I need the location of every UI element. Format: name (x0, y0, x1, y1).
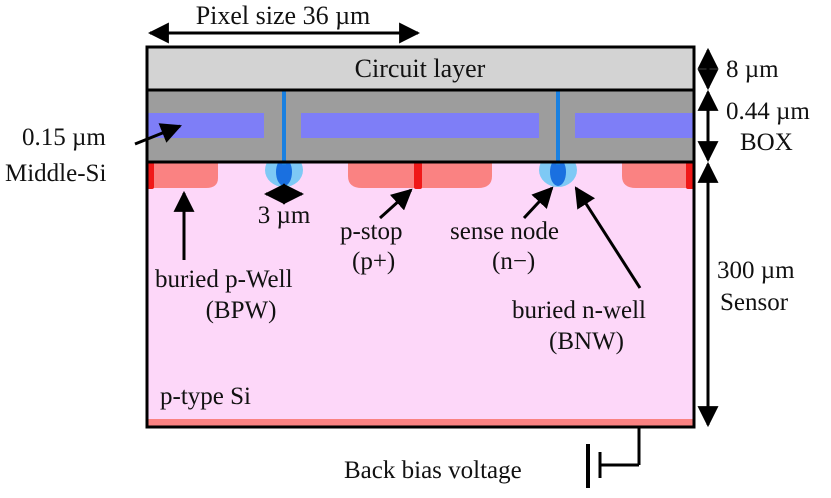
box-thickness-label: 0.44 µm (726, 98, 810, 125)
circuit-thickness-label: 8 µm (726, 56, 779, 83)
p-stop-label: p-stop (340, 218, 403, 245)
circuit-layer-label: Circuit layer (355, 54, 486, 83)
middle-si-segment-2 (301, 113, 539, 138)
bpw-label: (BPW) (206, 297, 277, 324)
buried-n-well-pointer (574, 186, 642, 289)
middle-si-thickness-label: 0.15 µm (22, 124, 106, 151)
battery-symbol (586, 428, 641, 488)
sense-node-pointer (522, 186, 554, 220)
middle-si-segment-3 (575, 113, 694, 138)
sense-node-right (550, 158, 566, 186)
p-stop-middle (414, 162, 422, 189)
width-3um-label: 3 µm (258, 202, 311, 229)
sensor-thickness-label: 300 µm (717, 257, 795, 284)
p-stop-right (686, 162, 694, 189)
backside-p-layer (147, 419, 694, 427)
sense-node-left (276, 158, 292, 186)
middle-si-pointer (134, 123, 182, 146)
sensor-label: Sensor (720, 289, 789, 316)
box-label: BOX (740, 129, 793, 156)
p-plus-label: (p+) (352, 248, 395, 275)
middle-si-label: Middle-Si (5, 160, 106, 187)
middle-si-segment-1 (147, 113, 264, 138)
sensor-bulk (147, 162, 694, 427)
p-stop-left (147, 162, 154, 189)
chip-outline (145, 45, 696, 429)
via-right (556, 90, 560, 165)
p-stop-pointer (378, 188, 413, 220)
bnw-label: (BNW) (549, 328, 624, 355)
back-bias-voltage-label: Back bias voltage (344, 457, 522, 484)
buried-p-well-right (622, 162, 694, 188)
buried-p-well-label: buried p-Well (155, 266, 293, 293)
circuit-layer (147, 47, 694, 90)
sense-node-label: sense node (450, 218, 559, 245)
buried-p-well-left (147, 162, 218, 188)
p-type-si-label: p-type Si (160, 383, 251, 410)
via-left (282, 90, 286, 165)
pixel-size-label: Pixel size 36 µm (196, 1, 371, 30)
buried-n-well-label: buried n-well (512, 297, 646, 324)
n-minus-label: (n−) (492, 248, 535, 275)
